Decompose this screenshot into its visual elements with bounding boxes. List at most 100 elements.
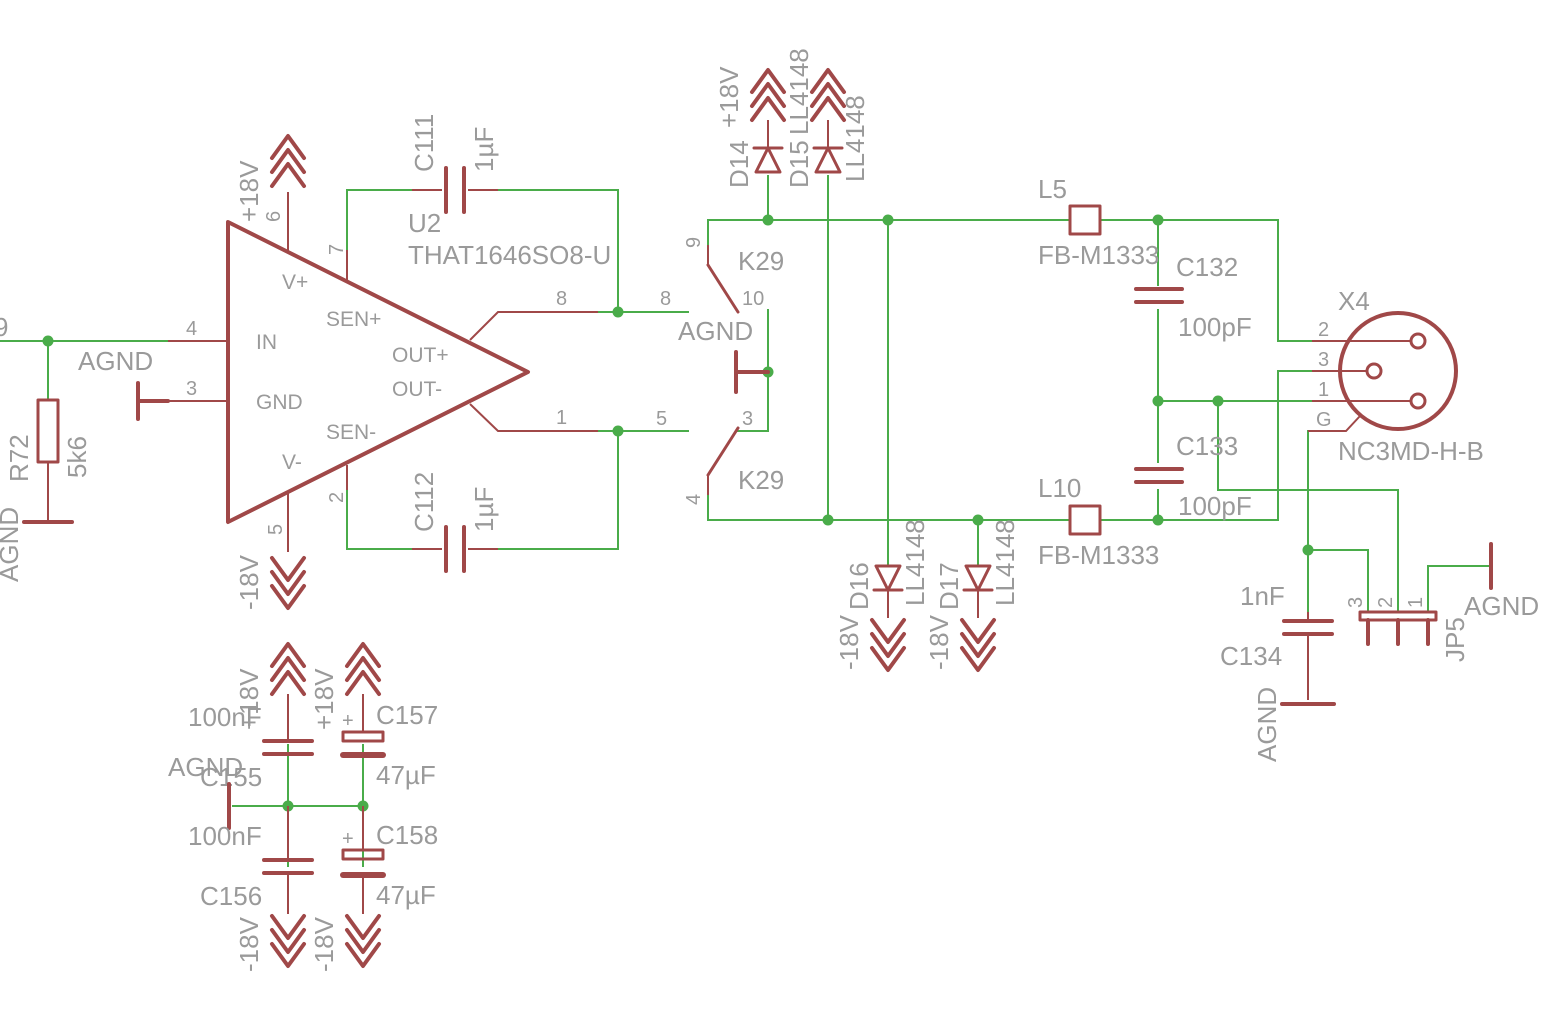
c111-value: 1µF xyxy=(469,127,499,172)
l5-name: L5 xyxy=(1038,174,1067,204)
c157-value: 47µF xyxy=(376,760,436,790)
l10-ferrite-bead: L10 FB-M1333 xyxy=(1038,473,1159,570)
u2-pin-label-in: IN xyxy=(256,331,277,354)
u2-pin-label-outminus: OUT- xyxy=(392,378,442,401)
l10-name: L10 xyxy=(1038,473,1081,503)
d16-name: D16 xyxy=(844,562,874,610)
x4-name: X4 xyxy=(1338,286,1370,316)
c112-name: C112 xyxy=(409,472,439,532)
jp5-name: JP5 xyxy=(1440,617,1470,662)
k29-relay-contacts: 9 10 8 5 3 4 K29 K29 xyxy=(656,237,784,505)
u2-pin-7: 7 xyxy=(326,244,348,255)
c132-name: C132 xyxy=(1176,252,1238,282)
u2-name: U2 xyxy=(408,208,441,238)
agnd-input-label: AGND xyxy=(78,346,153,376)
u2-line-driver: 4 3 6 7 8 1 2 5 V+ IN GND V- SEN+ OUT+ O… xyxy=(168,192,611,552)
l5-value: FB-M1333 xyxy=(1038,240,1159,270)
u2-plus-18v-label: +18V xyxy=(234,160,264,222)
d16-minus-18v-label: -18V xyxy=(834,614,864,670)
x4-pin-g: G xyxy=(1316,409,1332,431)
k29-pin-9: 9 xyxy=(683,237,705,248)
u2-pin-label-outplus: OUT+ xyxy=(392,344,449,367)
r72-value: 5k6 xyxy=(62,436,92,478)
c156-name: C156 xyxy=(200,881,262,911)
d17-diode: D17 LL4148 -18V xyxy=(924,519,1020,672)
c155-value: 100nF xyxy=(188,702,262,732)
c155-name: C155 xyxy=(200,762,262,792)
u2-pin-label-senminus: SEN- xyxy=(326,421,376,444)
decoupling-plus-18v-b: +18V xyxy=(309,668,339,730)
k29-pin-10: 10 xyxy=(742,288,764,310)
d16-diode: D16 LL4148 -18V xyxy=(834,519,930,672)
k29-pin-5: 5 xyxy=(656,408,667,430)
c158-polarity-mark: + xyxy=(342,828,354,850)
c133-capacitor: C133 100pF xyxy=(1134,431,1252,521)
c132-value: 100pF xyxy=(1178,312,1252,342)
l5-ferrite-bead: L5 FB-M1333 xyxy=(1038,174,1159,270)
c133-value: 100pF xyxy=(1178,491,1252,521)
r72-resistor: R72 5k6 AGND xyxy=(0,398,92,582)
agnd-c134-label: AGND xyxy=(1252,687,1282,762)
d14-diode: D14 +18V xyxy=(714,66,786,188)
c134-name: C134 xyxy=(1220,641,1282,671)
c158-name: C158 xyxy=(376,820,438,850)
r72-name: R72 xyxy=(4,434,34,482)
agnd-k29-label: AGND xyxy=(678,316,753,346)
u2-value: THAT1646SO8-U xyxy=(408,240,611,270)
u2-pin-1: 1 xyxy=(556,407,567,429)
k29-top-label: K29 xyxy=(738,246,784,276)
c156-value: 100nF xyxy=(188,821,262,851)
d15-name: D15 xyxy=(784,140,814,188)
l10-value: FB-M1333 xyxy=(1038,540,1159,570)
c158-value: 47µF xyxy=(376,880,436,910)
jp5-pin-2: 2 xyxy=(1375,597,1397,608)
k29-pin-3: 3 xyxy=(742,408,753,430)
jp5-jumper-header: 3 2 1 JP5 xyxy=(1345,597,1470,662)
agnd-r72-label: AGND xyxy=(0,507,24,582)
c157-name: C157 xyxy=(376,700,438,730)
u2-pin-6: 6 xyxy=(263,211,285,222)
jp5-pin-1: 1 xyxy=(1405,597,1427,608)
u2-pin-4: 4 xyxy=(186,318,197,340)
u2-pin-2: 2 xyxy=(326,492,348,503)
u2-pin-label-senplus: SEN+ xyxy=(326,308,381,331)
d15-value-overlap: LL4148 xyxy=(784,48,814,135)
decoupling-minus-18v-a: -18V xyxy=(234,916,264,972)
c157-polarity-mark: + xyxy=(342,710,354,732)
c132-capacitor: C132 100pF xyxy=(1134,252,1252,342)
junction-dots xyxy=(42,214,1314,812)
c134-capacitor: 1nF C134 AGND xyxy=(1220,581,1336,762)
u2-pin-label-vplus: V+ xyxy=(282,271,308,294)
u2-pin-8: 8 xyxy=(556,288,567,310)
agnd-symbol-k29: AGND xyxy=(678,316,770,394)
u2-pin-3: 3 xyxy=(186,378,197,400)
agnd-supply-label: AGND xyxy=(168,752,243,782)
decoupling-block: +18V +18V 100nF C155 + C157 47µF AGND 10… xyxy=(168,642,438,972)
decoupling-minus-18v-b: -18V xyxy=(309,916,339,972)
x4-value: NC3MD-H-B xyxy=(1338,436,1484,466)
input-pin-9-label: 9 xyxy=(0,312,8,342)
k29-bottom-label: K29 xyxy=(738,465,784,495)
agnd-symbol-jp5: AGND xyxy=(1464,542,1539,621)
d17-minus-18v-label: -18V xyxy=(924,614,954,670)
d14-name: D14 xyxy=(724,140,754,188)
k29-pin-8: 8 xyxy=(660,288,671,310)
u2-minus-18v-supply: -18V xyxy=(234,554,306,610)
c112-capacitor: C112 1µF xyxy=(409,472,499,573)
jp5-pin-3: 3 xyxy=(1345,597,1367,608)
u2-pin-label-vminus: V- xyxy=(282,451,302,474)
u2-minus-18v-label: -18V xyxy=(234,554,264,610)
c112-value: 1µF xyxy=(469,487,499,532)
d15-value: LL4148 xyxy=(840,95,870,182)
x4-pin-3: 3 xyxy=(1318,349,1329,371)
d17-name: D17 xyxy=(934,562,964,610)
d14-plus-18v-label: +18V xyxy=(714,66,744,128)
d16-value: LL4148 xyxy=(900,519,930,606)
k29-pin-4: 4 xyxy=(683,494,705,505)
x4-xlr-connector: 2 3 1 G X4 NC3MD-H-B xyxy=(1308,286,1484,466)
c111-name: C111 xyxy=(409,114,439,172)
u2-pin-label-gnd: GND xyxy=(256,391,303,414)
u2-pin-5: 5 xyxy=(265,524,287,535)
c134-value: 1nF xyxy=(1240,581,1285,611)
